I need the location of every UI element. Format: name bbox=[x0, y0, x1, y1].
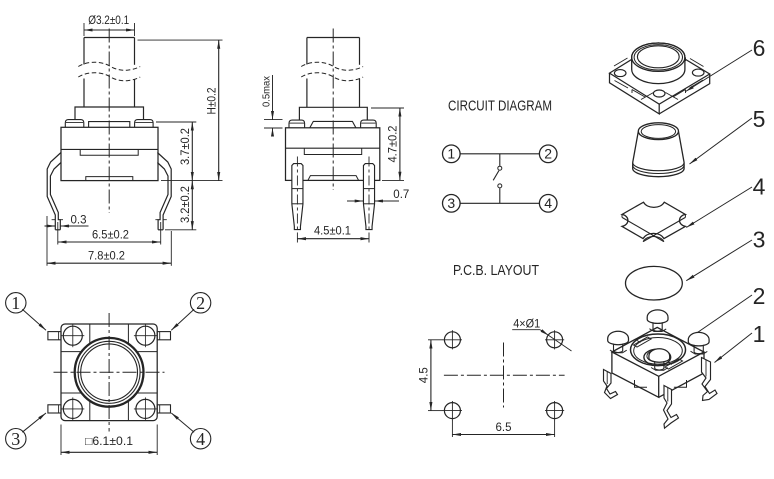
svg-text:4.5: 4.5 bbox=[419, 367, 431, 383]
svg-text:P.C.B. LAYOUT: P.C.B. LAYOUT bbox=[453, 262, 539, 279]
svg-text:2: 2 bbox=[753, 283, 766, 309]
svg-text:4.5±0.1: 4.5±0.1 bbox=[314, 226, 351, 238]
svg-text:6: 6 bbox=[753, 35, 766, 61]
svg-text:3: 3 bbox=[753, 227, 766, 253]
svg-text:4: 4 bbox=[196, 429, 205, 449]
svg-text:0.5max: 0.5max bbox=[260, 75, 272, 107]
svg-text:6.5±0.2: 6.5±0.2 bbox=[92, 230, 129, 242]
svg-text:Ø3.2±0.1: Ø3.2±0.1 bbox=[88, 15, 129, 27]
svg-text:3.7±0.2: 3.7±0.2 bbox=[180, 128, 192, 165]
svg-text:H±0.2: H±0.2 bbox=[207, 88, 219, 115]
svg-text:1: 1 bbox=[11, 293, 20, 313]
svg-text:4: 4 bbox=[753, 174, 766, 200]
svg-text:2: 2 bbox=[196, 293, 205, 313]
svg-text:4.7±0.2: 4.7±0.2 bbox=[388, 126, 400, 163]
svg-text:0.3: 0.3 bbox=[71, 215, 87, 227]
svg-text:4: 4 bbox=[544, 195, 552, 211]
svg-text:1: 1 bbox=[447, 146, 455, 162]
svg-text:1: 1 bbox=[753, 321, 766, 347]
svg-text:2: 2 bbox=[544, 146, 552, 162]
svg-text:CIRCUIT DIAGRAM: CIRCUIT DIAGRAM bbox=[448, 98, 552, 115]
svg-text:6.5: 6.5 bbox=[496, 422, 512, 434]
svg-text:3: 3 bbox=[447, 195, 455, 211]
svg-text:7.8±0.2: 7.8±0.2 bbox=[88, 251, 125, 263]
svg-text:5: 5 bbox=[753, 106, 766, 132]
svg-text:3: 3 bbox=[11, 429, 20, 449]
svg-text:4×Ø1: 4×Ø1 bbox=[513, 318, 540, 330]
svg-text:3.2±0.2: 3.2±0.2 bbox=[180, 186, 192, 223]
svg-text:0.7: 0.7 bbox=[393, 189, 409, 201]
svg-text:□6.1±0.1: □6.1±0.1 bbox=[85, 436, 133, 448]
